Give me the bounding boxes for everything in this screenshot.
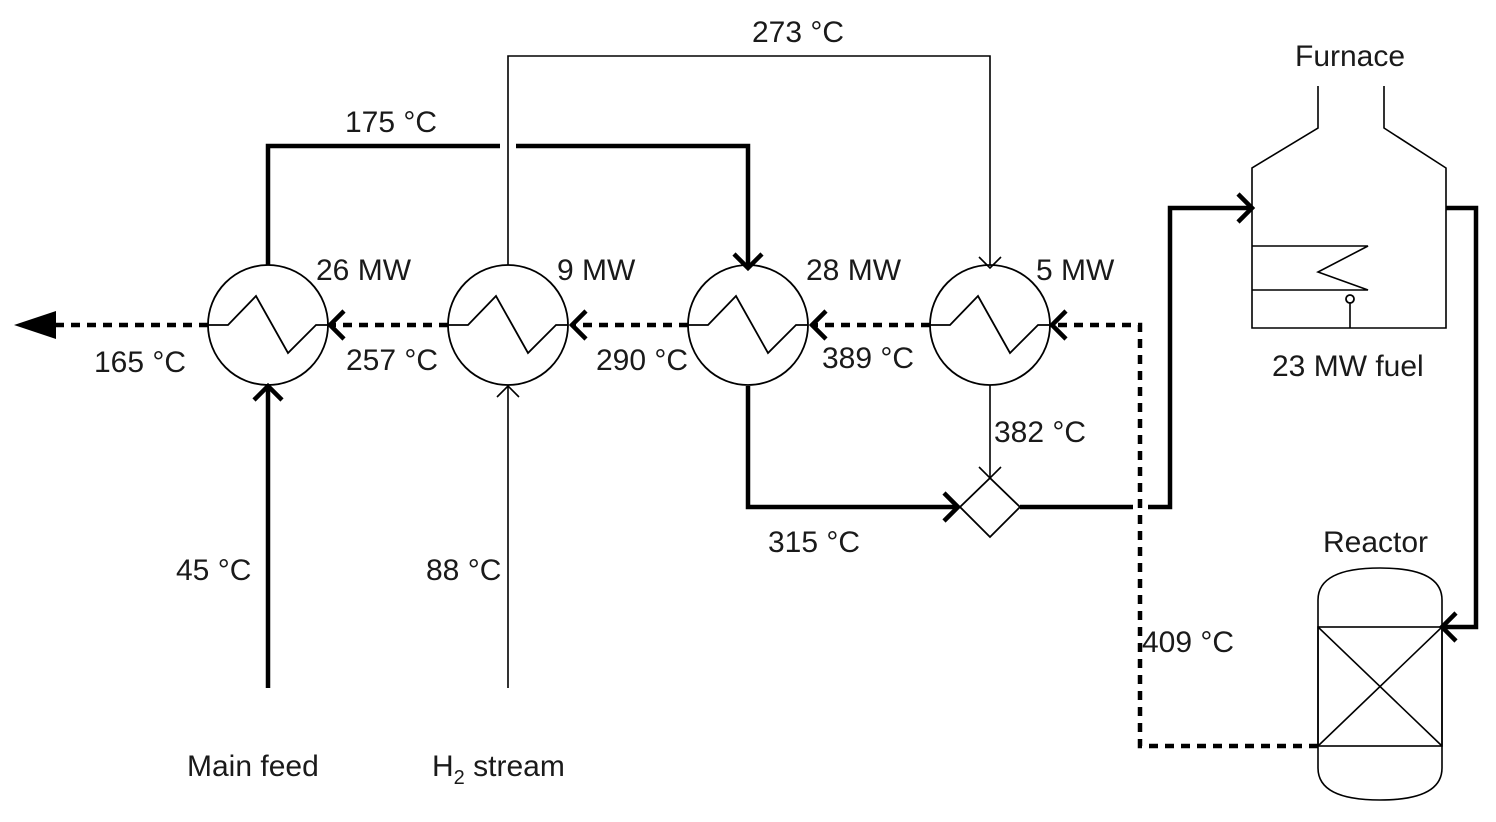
h2-stream-label: H2 stream <box>432 750 565 789</box>
furnace-label: Furnace <box>1295 40 1405 73</box>
chevron-down-icon <box>732 252 764 272</box>
furnace-fuel-label: 23 MW fuel <box>1272 350 1424 383</box>
duty-hx4: 5 MW <box>1036 254 1115 287</box>
hx3-to-mixer-line <box>745 386 958 510</box>
temp-290: 290 °C <box>596 344 688 377</box>
temp-382: 382 °C <box>994 416 1086 449</box>
reactor-unit <box>1317 567 1443 801</box>
temp-257: 257 °C <box>346 344 438 377</box>
temp-315: 315 °C <box>768 526 860 559</box>
furnace-to-reactor-line <box>1442 205 1479 630</box>
mixer-diamond <box>958 476 1022 539</box>
temp-165: 165 °C <box>94 346 186 379</box>
temp-409: 409 °C <box>1142 626 1234 659</box>
duty-hx3: 28 MW <box>806 254 902 287</box>
loop-175-left <box>265 143 500 268</box>
heat-exchanger-1 <box>207 264 329 386</box>
furnace-unit <box>1251 86 1447 329</box>
duty-hx1: 26 MW <box>316 254 412 287</box>
temp-88: 88 °C <box>426 554 501 587</box>
temp-175: 175 °C <box>345 106 437 139</box>
heat-exchanger-4 <box>929 264 1051 386</box>
chevron-left-icon <box>808 309 828 341</box>
heat-exchanger-3 <box>687 264 809 386</box>
loop-175-right <box>516 143 751 268</box>
chevron-left-icon <box>326 309 346 341</box>
temp-389: 389 °C <box>822 342 914 375</box>
duty-hx2: 9 MW <box>557 254 636 287</box>
temp-45: 45 °C <box>176 554 251 587</box>
effluent-return-line <box>1052 322 1318 749</box>
chevron-up-icon <box>496 384 520 398</box>
chevron-up-icon <box>252 382 284 402</box>
chevron-down-icon <box>978 256 1002 270</box>
mixer-to-furnace-b <box>1148 205 1252 510</box>
main-feed-label: Main feed <box>187 750 319 783</box>
temp-273: 273 °C <box>752 16 844 49</box>
reactor-label: Reactor <box>1323 526 1428 559</box>
chevron-left-icon <box>1048 309 1068 341</box>
chevron-left-icon <box>568 309 588 341</box>
heat-exchanger-2 <box>447 264 569 386</box>
chevron-right-icon <box>942 491 962 523</box>
exit-arrow-icon <box>14 311 56 339</box>
